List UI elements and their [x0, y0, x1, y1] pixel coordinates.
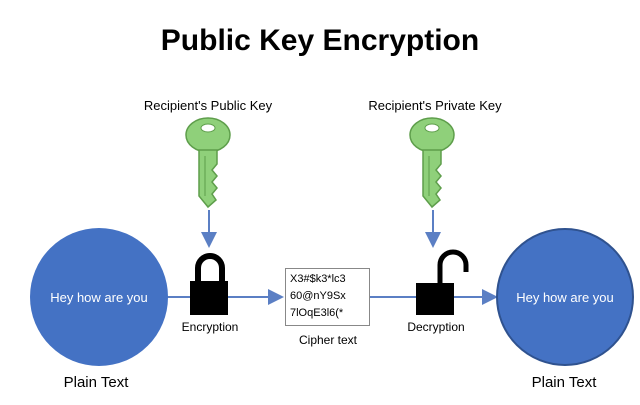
cipher-line: X3#$k3*lc3 [290, 273, 346, 285]
plaintext-circle-right: Hey how are you [496, 228, 634, 366]
plain-text-label-left: Plain Text [63, 374, 129, 391]
encryption-label: Encryption [181, 320, 239, 334]
private-key-icon [409, 117, 455, 209]
plain-text-label-right: Plain Text [531, 374, 597, 391]
ciphertext-box: X3#$k3*lc3 60@nY9Sx 7lOqE3l6(* [285, 268, 370, 326]
diagram-title: Public Key Encryption [160, 24, 480, 57]
private-key-label: Recipient's Private Key [368, 98, 502, 113]
closed-lock-icon [190, 253, 228, 315]
plaintext-circle-left: Hey how are you [30, 228, 168, 366]
plaintext-right: Hey how are you [516, 289, 614, 305]
open-lock-icon [416, 249, 469, 315]
cipher-text-label: Cipher text [298, 333, 358, 347]
public-key-label: Recipient's Public Key [143, 98, 273, 113]
plaintext-left: Hey how are you [50, 289, 148, 305]
public-key-icon [185, 117, 231, 209]
cipher-line: 7lOqE3l6(* [290, 307, 344, 319]
decryption-label: Decryption [407, 320, 465, 334]
cipher-line: 60@nY9Sx [290, 290, 346, 302]
